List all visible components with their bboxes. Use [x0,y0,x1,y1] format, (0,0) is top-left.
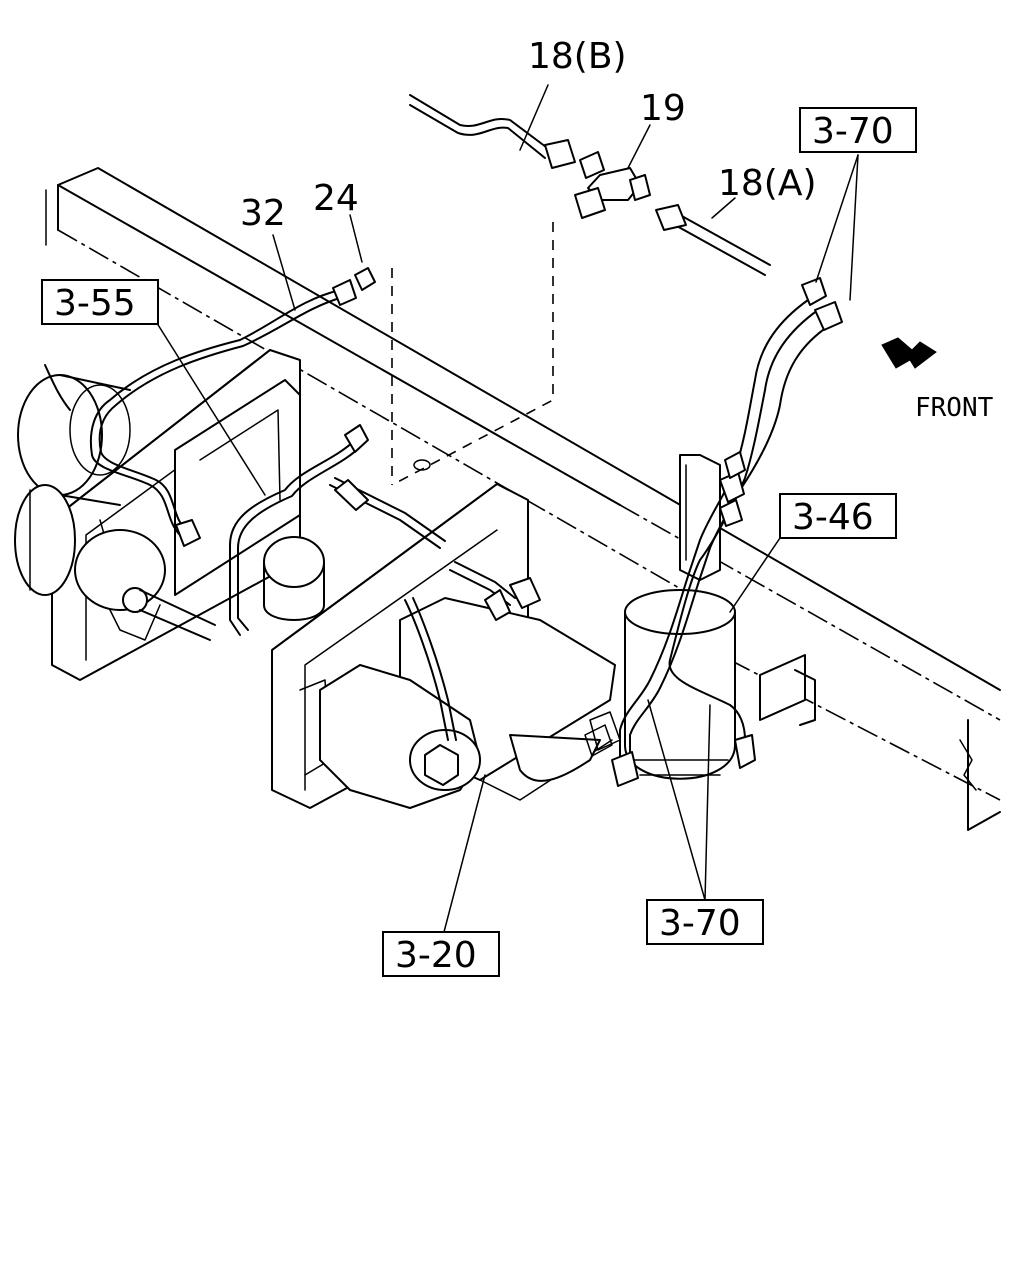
callout-18a: 18(A) [718,163,817,204]
pipe-3-55 [89,289,369,636]
front-direction-indicator: FRONT [881,337,994,423]
callout-3-70-bottom: 3-70 [646,899,764,945]
callout-32-label: 32 [240,193,286,234]
callout-32: 32 [240,193,286,234]
leader-lines [154,84,859,933]
callout-24: 24 [313,178,359,219]
tee-fitting-19 [574,151,651,219]
air-reservoir-cylinder [263,536,325,621]
callout-24-label: 24 [313,178,359,219]
callout-18b: 18(B) [528,36,627,77]
brake-chamber-left [14,364,216,641]
callout-3-70-top: 3-70 [799,107,917,153]
callout-3-70-bottom-label: 3-70 [659,903,741,944]
callout-18b-label: 18(B) [528,36,627,77]
callout-18a-label: 18(A) [718,163,817,204]
front-arrow-icon [881,337,937,369]
front-label: FRONT [915,393,994,423]
callout-3-46: 3-46 [779,493,897,539]
pipe-dryer-feed [329,477,541,741]
callout-3-55: 3-55 [41,279,159,325]
callout-3-55-label: 3-55 [54,283,136,324]
nut-24 [354,267,376,291]
callout-19-label: 19 [640,88,686,129]
callout-3-46-label: 3-46 [792,497,874,538]
canister-3-46 [624,589,816,780]
callout-3-70-top-label: 3-70 [812,111,894,152]
pipe-32 [332,279,357,306]
pipe-3-70 [611,277,843,787]
callout-19: 19 [640,88,686,129]
line-18b [409,94,576,169]
phantom-lines [391,222,554,486]
line-18a [655,204,771,276]
callout-3-20-label: 3-20 [395,935,477,976]
callout-3-20: 3-20 [382,931,500,977]
